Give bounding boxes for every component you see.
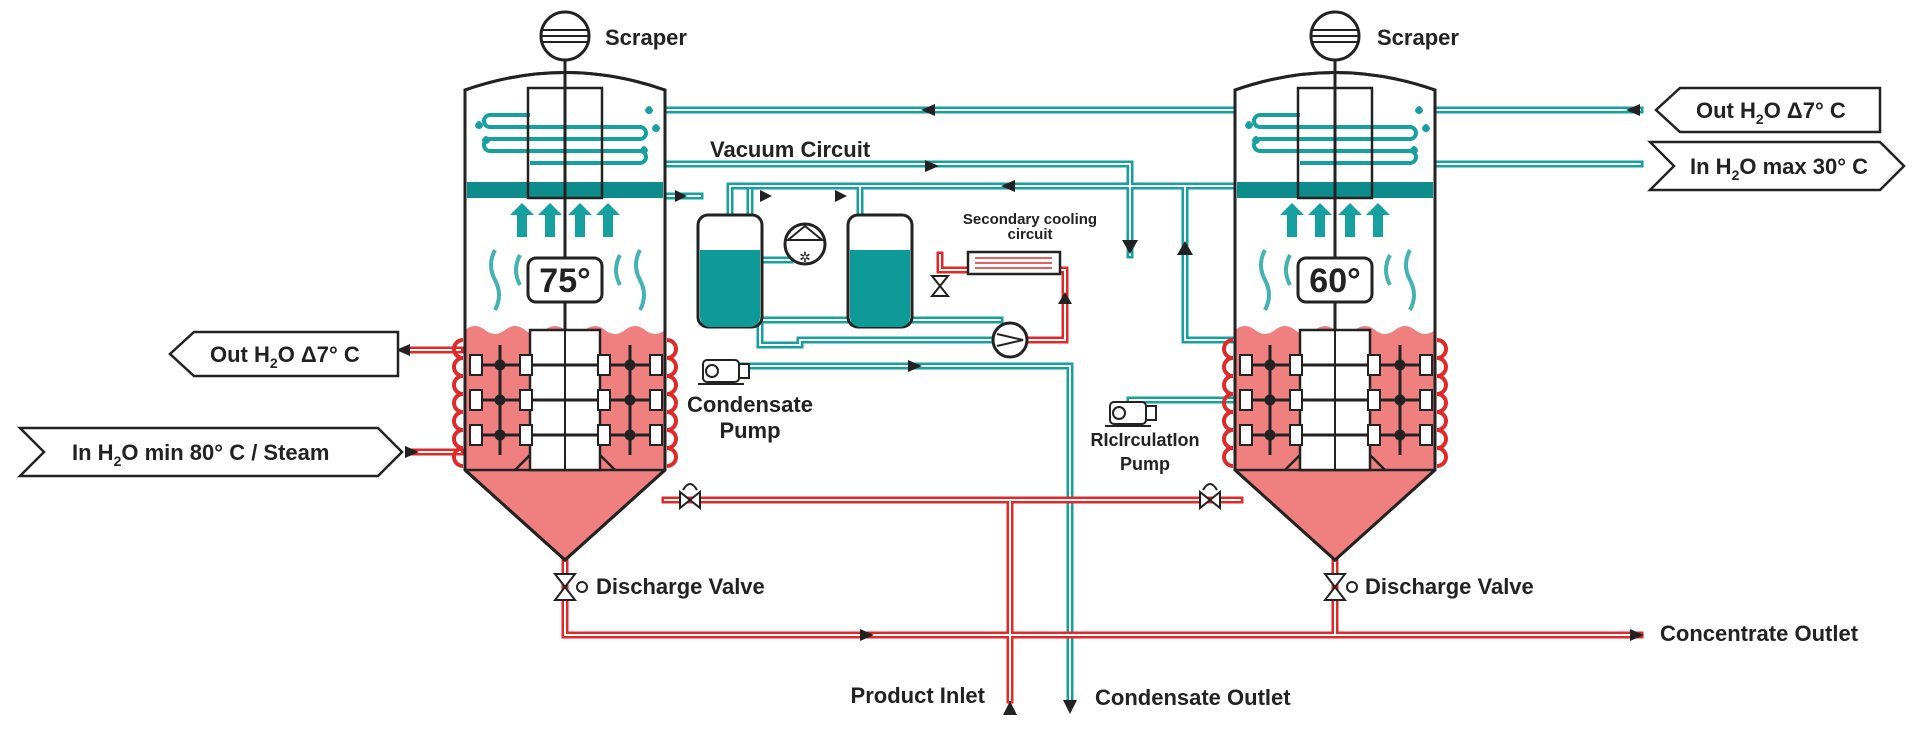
discharge-valve-label-left: Discharge Valve <box>596 574 765 599</box>
scraper-label-left: Scraper <box>605 25 687 50</box>
scraper-motor-icon <box>1309 10 1361 62</box>
inline-valve-icon <box>679 483 701 511</box>
temperature-right: 60° <box>1309 262 1360 300</box>
discharge-valve-icon <box>1322 573 1358 601</box>
condensate-pump-label: Condensate <box>687 392 813 417</box>
discharge-valve-label-right: Discharge Valve <box>1365 574 1534 599</box>
cooling-compressor-icon <box>991 321 1029 359</box>
condensate-pump-icon <box>698 359 750 385</box>
in-h2o-right-label: In H2O max 30° C <box>1690 154 1868 183</box>
scraper-label-right: Scraper <box>1377 25 1459 50</box>
out-h2o-left-label: Out H2O Δ7° C <box>210 342 360 371</box>
banner-out-h2o-left <box>168 330 400 378</box>
vacuum-pump-icon: ✲ <box>783 222 827 266</box>
condensate-pump-label-2: Pump <box>719 418 780 443</box>
evaporator-left <box>452 10 678 563</box>
product-piping <box>406 251 1644 704</box>
condensate-tank-2 <box>846 213 914 329</box>
inline-valve-icon <box>1199 483 1221 511</box>
in-h2o-left-label: In H2O min 80° C / Steam <box>72 440 329 469</box>
secondary-cooling-label: Secondary cooling <box>963 211 1097 228</box>
svg-text:✲: ✲ <box>799 249 811 265</box>
condensate-outlet-label: Condensate Outlet <box>1095 685 1291 710</box>
out-h2o-right-label: Out H2O Δ7° C <box>1696 98 1846 127</box>
product-inlet-label: Product Inlet <box>851 683 986 708</box>
evaporator-right <box>1222 10 1448 563</box>
banner-out-h2o-right <box>1654 86 1882 134</box>
temperature-left: 75° <box>539 262 590 300</box>
recirculation-pump-label-2: Pump <box>1120 454 1170 474</box>
banner-in-h2o-left <box>16 426 404 478</box>
scraper-motor-icon <box>539 10 591 62</box>
expansion-valve-icon <box>929 275 951 297</box>
secondary-cooling-label-2: circuit <box>1007 226 1052 243</box>
vacuum-circuit-label: Vacuum Circuit <box>710 137 871 162</box>
condensate-tank-1 <box>696 213 764 329</box>
discharge-valve-icon <box>552 573 588 601</box>
banner-in-h2o-right <box>1646 140 1906 192</box>
recirculation-pump-icon <box>1105 401 1157 427</box>
concentrate-outlet-label: Concentrate Outlet <box>1660 621 1859 646</box>
cooling-coil <box>966 250 1062 276</box>
flow-arrows <box>396 104 1644 715</box>
recirculation-pump-label: RIcIrculatIon <box>1090 430 1199 450</box>
